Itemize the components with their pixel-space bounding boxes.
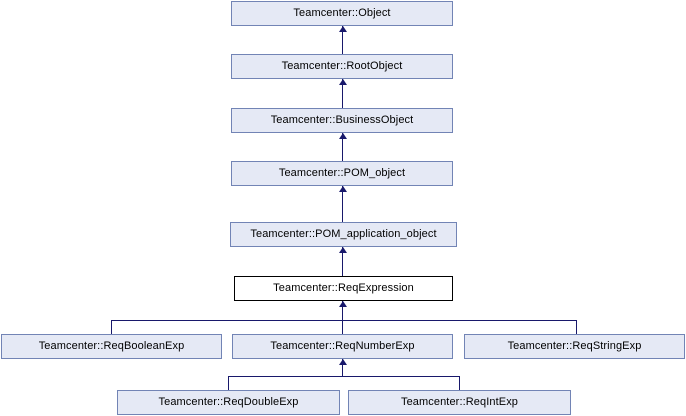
edge-reqnumberexp-trunk bbox=[342, 359, 343, 376]
class-node-label: Teamcenter::POM_application_object bbox=[250, 228, 437, 240]
class-node-label: Teamcenter::ReqStringExp bbox=[507, 340, 642, 352]
edge-bus-to-reqnumberexp bbox=[342, 320, 343, 334]
class-node-req_int_exp[interactable]: Teamcenter::ReqIntExp bbox=[348, 390, 571, 415]
edge-reqexpression-bus bbox=[111, 320, 577, 321]
arrowhead-to-pomobject bbox=[339, 186, 347, 192]
edge-bus-to-reqbooleanexp bbox=[111, 320, 112, 334]
class-node-req_number_exp[interactable]: Teamcenter::ReqNumberExp bbox=[232, 334, 453, 359]
class-node-req_double_exp[interactable]: Teamcenter::ReqDoubleExp bbox=[117, 390, 340, 415]
edge-businessobject-to-pomobject bbox=[342, 133, 343, 161]
class-node-business_object[interactable]: Teamcenter::BusinessObject bbox=[231, 108, 453, 133]
arrowhead-to-pomapplicationobject bbox=[339, 247, 347, 253]
arrowhead-to-reqnumberexp bbox=[339, 359, 347, 365]
class-node-label: Teamcenter::ReqNumberExp bbox=[270, 340, 415, 352]
class-node-label: Teamcenter::BusinessObject bbox=[270, 114, 414, 126]
edge-reqexpression-trunk bbox=[342, 301, 343, 321]
class-node-root_object[interactable]: Teamcenter::RootObject bbox=[231, 54, 453, 79]
edge-bus-to-reqstringexp bbox=[576, 320, 577, 334]
arrowhead-to-object bbox=[339, 26, 347, 32]
edge-rootobject-to-businessobject bbox=[342, 79, 343, 108]
arrowhead-to-rootobject bbox=[339, 79, 347, 85]
class-node-req_expression[interactable]: Teamcenter::ReqExpression bbox=[234, 276, 453, 301]
class-node-label: Teamcenter::ReqBooleanExp bbox=[38, 340, 185, 352]
class-node-label: Teamcenter::ReqDoubleExp bbox=[158, 396, 299, 408]
class-node-req_boolean_exp[interactable]: Teamcenter::ReqBooleanExp bbox=[1, 334, 222, 359]
class-node-pom_application_object[interactable]: Teamcenter::POM_application_object bbox=[230, 222, 457, 247]
arrowhead-to-businessobject bbox=[339, 133, 347, 139]
class-node-pom_object[interactable]: Teamcenter::POM_object bbox=[231, 161, 453, 186]
class-node-label: Teamcenter::ReqExpression bbox=[273, 282, 414, 294]
class-node-label: Teamcenter::ReqIntExp bbox=[400, 396, 519, 408]
edge-reqnumberexp-bus bbox=[228, 376, 460, 377]
edge-bus-to-reqintexp bbox=[459, 376, 460, 390]
class-node-object[interactable]: Teamcenter::Object bbox=[231, 1, 453, 26]
edge-pomobject-to-pomapplicationobject bbox=[342, 186, 343, 222]
edge-pomapplicationobject-to-reqexpression bbox=[342, 247, 343, 276]
arrowhead-to-reqexpression bbox=[339, 301, 347, 307]
class-node-label: Teamcenter::RootObject bbox=[281, 60, 403, 72]
class-node-label: Teamcenter::Object bbox=[293, 7, 391, 19]
edge-object-to-rootobject bbox=[342, 26, 343, 54]
class-node-label: Teamcenter::POM_object bbox=[278, 167, 406, 179]
edge-bus-to-reqdoubleexp bbox=[228, 376, 229, 390]
class-node-req_string_exp[interactable]: Teamcenter::ReqStringExp bbox=[464, 334, 685, 359]
